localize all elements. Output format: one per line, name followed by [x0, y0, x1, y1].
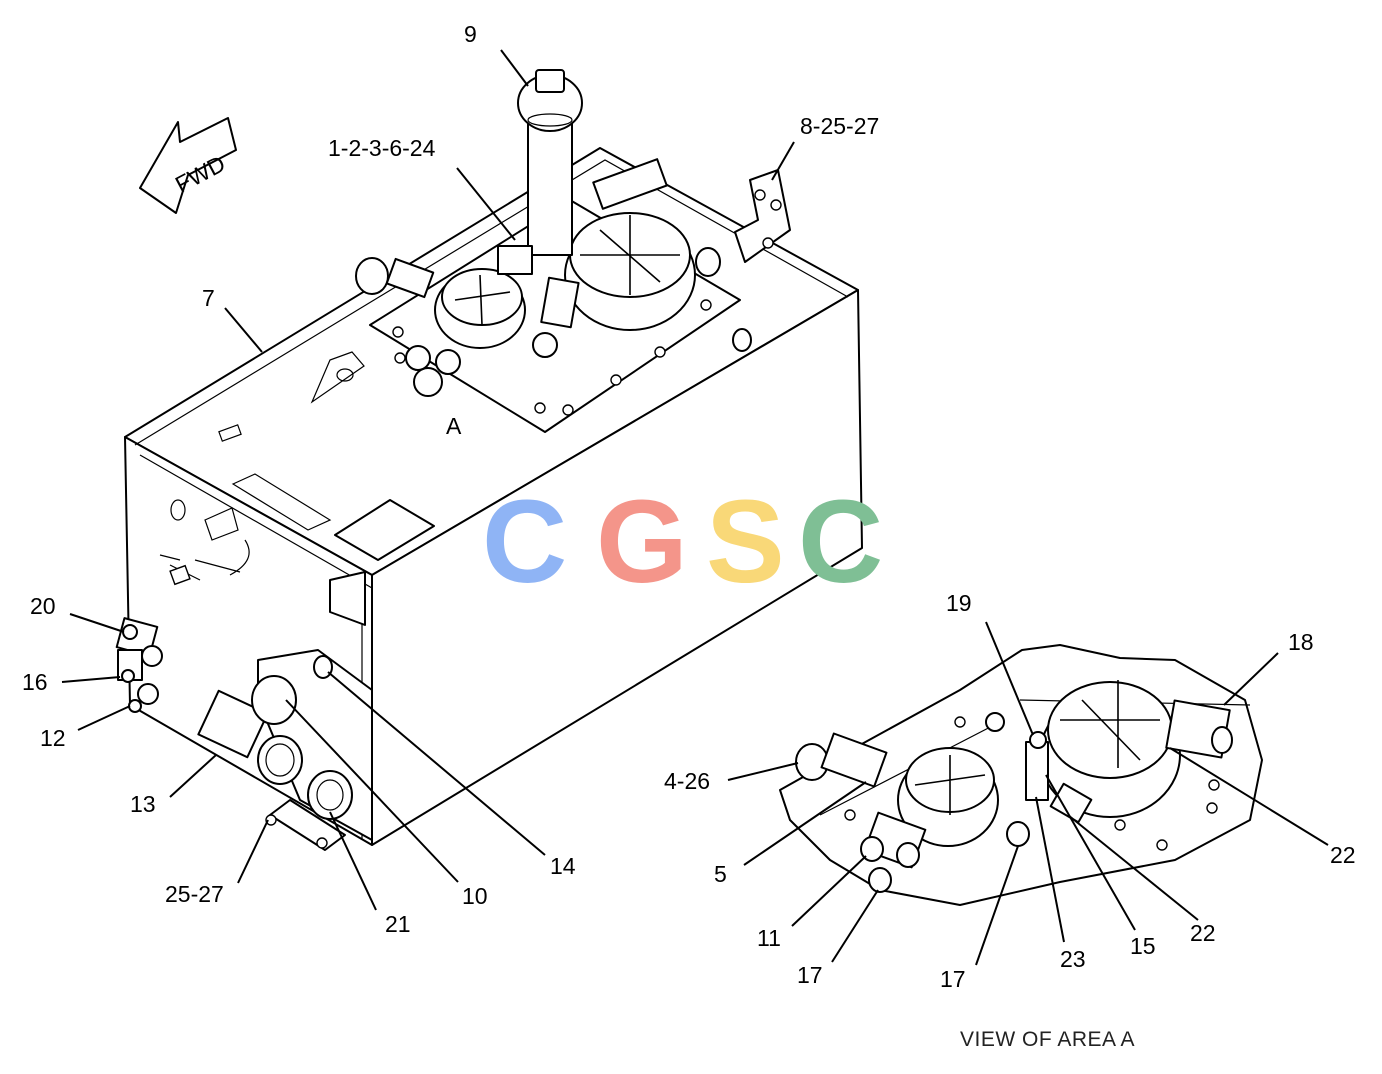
watermark-letter-g: G — [596, 476, 688, 608]
callout-22-b: 22 — [1330, 842, 1356, 868]
leader-lines — [61, 49, 1329, 966]
callout-7: 7 — [202, 285, 215, 311]
watermark-letter-c1: C — [482, 476, 567, 608]
callout-labels: 9 1-2-3-6-24 8-25-27 7 20 16 12 13 25-27… — [22, 21, 1356, 992]
callout-15: 15 — [1130, 933, 1156, 959]
valve-mounting-plate — [355, 69, 791, 433]
area-marker: A — [446, 413, 462, 439]
callout-9: 9 — [464, 21, 477, 47]
callout-17: 17 — [797, 962, 823, 988]
callout-23: 23 — [1060, 946, 1086, 972]
view-caption: VIEW OF AREA A — [960, 1028, 1136, 1051]
callout-20: 20 — [30, 593, 56, 619]
callout-1-2-3-6-24: 1-2-3-6-24 — [328, 135, 436, 161]
callout-14: 14 — [550, 853, 576, 879]
forward-direction-arrow: FWD — [139, 117, 237, 214]
callout-12: 12 — [40, 725, 66, 751]
callout-5: 5 — [714, 861, 727, 887]
watermark-letter-c2: C — [798, 476, 883, 608]
callout-11: 11 — [757, 925, 781, 951]
callout-21: 21 — [385, 911, 411, 937]
callout-16: 16 — [22, 669, 48, 695]
watermark-letter-s: S — [706, 476, 785, 608]
callout-10: 10 — [462, 883, 488, 909]
callout-13: 13 — [130, 791, 156, 817]
callout-25-27: 25-27 — [165, 881, 224, 907]
callout-4-26: 4-26 — [664, 768, 710, 794]
callout-22: 22 — [1190, 920, 1216, 946]
detail-view-area-a — [779, 644, 1263, 906]
side-fittings — [115, 617, 373, 851]
callout-8-25-27: 8-25-27 — [800, 113, 879, 139]
cgsc-watermark: C G S C — [482, 476, 883, 608]
callout-17-b: 17 — [940, 966, 966, 992]
callout-18: 18 — [1288, 629, 1314, 655]
callout-19: 19 — [946, 590, 972, 616]
